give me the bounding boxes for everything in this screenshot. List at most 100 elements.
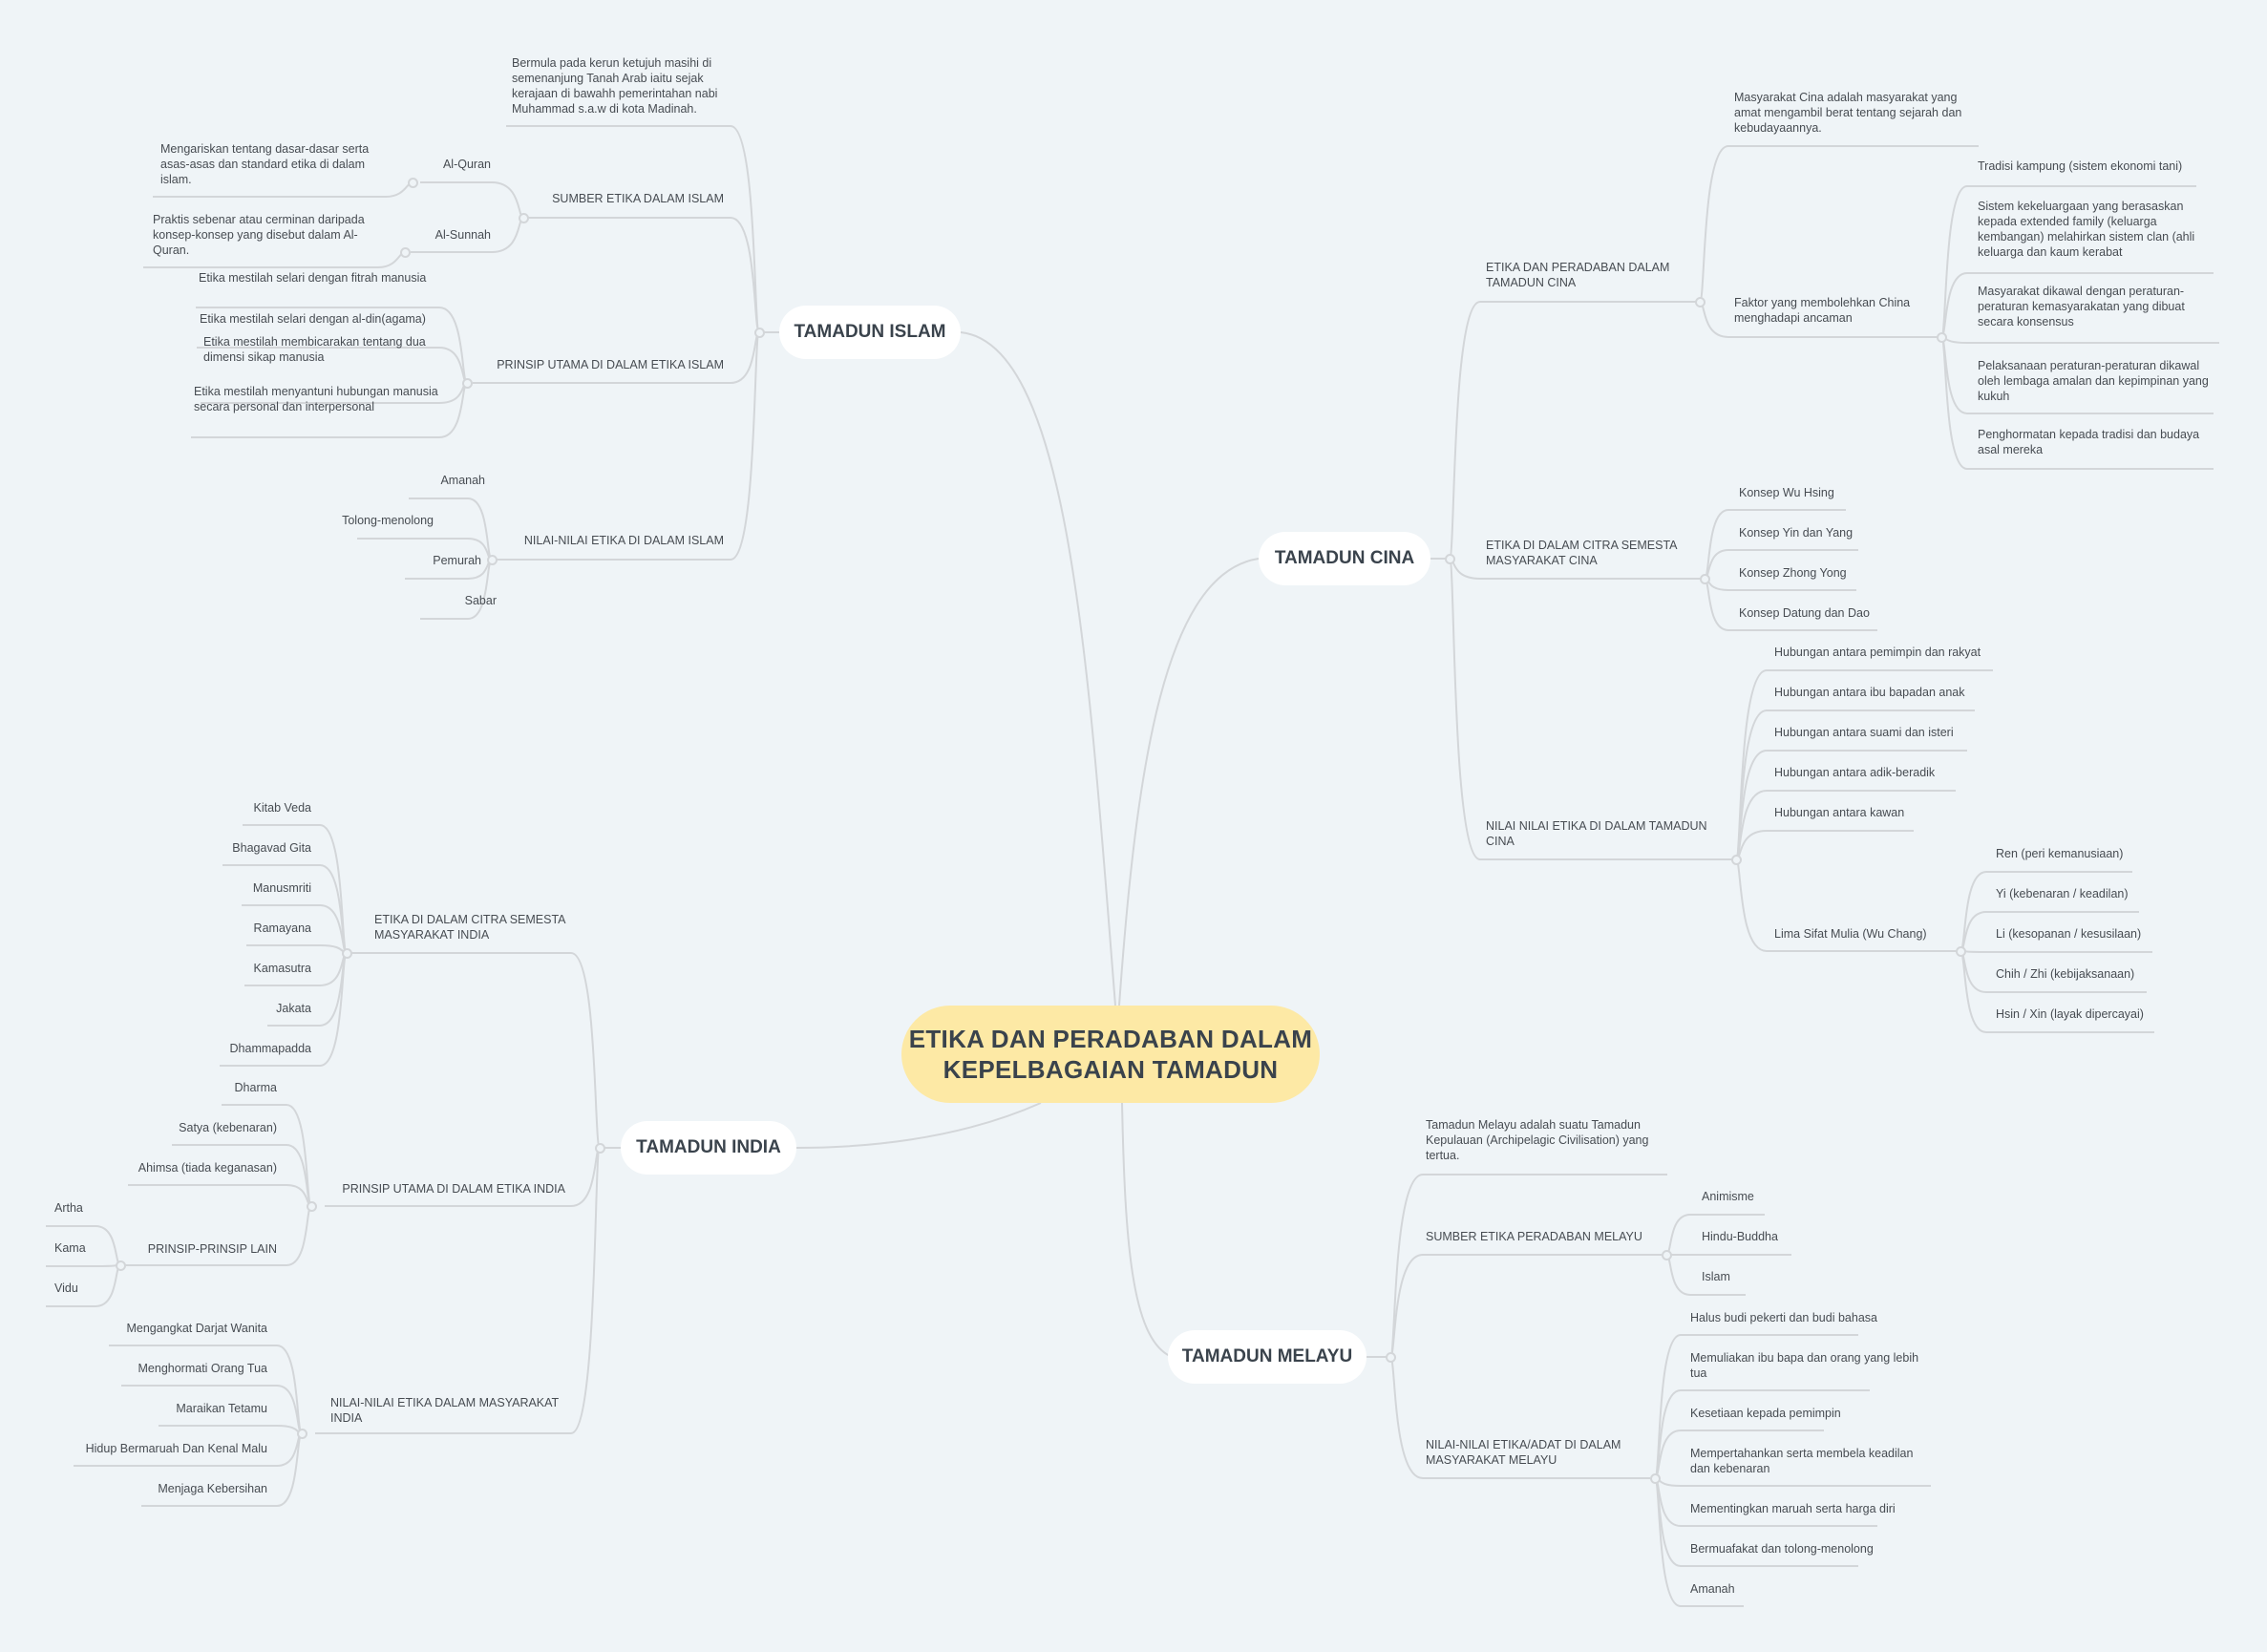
al-sunnah-toggle[interactable] [399,246,411,258]
islam-nilai-item-1[interactable]: Tolong-menolong [300,513,434,528]
islam-prinsip-utama[interactable]: PRINSIP UTAMA DI DALAM ETIKA ISLAM [477,357,724,372]
cina-konsep-item-3[interactable]: Konsep Datung dan Dao [1739,605,1930,621]
cina-nilai-toggle[interactable] [1730,854,1742,865]
main-topic-cina[interactable]: TAMADUN CINA [1259,532,1430,585]
india-citra-toggle[interactable] [341,947,352,959]
wu-chang-item-2[interactable]: Li (kesopanan / kesusilaan) [1996,926,2168,942]
melayu-nilai-item-5[interactable]: Bermuafakat dan tolong-menolong [1690,1541,1929,1557]
islam-prinsip-item-1[interactable]: Etika mestilah selari dengan al-din(agam… [200,311,448,327]
melayu-nilai-item-6[interactable]: Amanah [1690,1581,1929,1597]
india-kitab-item-1[interactable]: Bhagavad Gita [172,840,311,856]
cina-faktor[interactable]: Faktor yang membolehkan China menghadapi… [1734,295,1925,326]
cina-konsep-item-1[interactable]: Konsep Yin dan Yang [1739,525,1930,540]
india-prinsip-utama[interactable]: PRINSIP UTAMA DI DALAM ETIKA INDIA [325,1181,565,1197]
melayu-nilai-item-4[interactable]: Mementingkan maruah serta harga diri [1690,1501,1929,1516]
islam-description[interactable]: Bermula pada kerun ketujuh masihi di sem… [512,55,737,116]
india-nilai-item-2[interactable]: Maraikan Tetamu [38,1401,267,1416]
india-citra-semesta[interactable]: ETIKA DI DALAM CITRA SEMESTA MASYARAKAT … [374,912,584,942]
islam-nilai-item-0[interactable]: Amanah [351,473,485,488]
cina-faktor-item-3[interactable]: Pelaksanaan peraturan-peraturan dikawal … [1978,358,2216,404]
india-prinsip-item-0[interactable]: Dharma [95,1080,277,1095]
melayu-nilai-item-0[interactable]: Halus budi pekerti dan budi bahasa [1690,1310,1929,1325]
cina-faktor-item-2[interactable]: Masyarakat dikawal dengan peraturan-pera… [1978,284,2216,329]
al-quran-toggle[interactable] [407,177,418,188]
cina-hubungan-item-1[interactable]: Hubungan antara ibu bapadan anak [1774,685,2003,700]
cina-citra-toggle[interactable] [1699,573,1710,584]
india-prinsip-lain-toggle[interactable] [115,1260,126,1271]
india-kitab-item-3[interactable]: Ramayana [172,921,311,936]
main-topic-melayu[interactable]: TAMADUN MELAYU [1168,1330,1367,1384]
cina-desc[interactable]: Masyarakat Cina adalah masyarakat yang a… [1734,90,1982,136]
wu-chang-item-0[interactable]: Ren (peri kemanusiaan) [1996,846,2168,861]
main-topic-islam[interactable]: TAMADUN ISLAM [779,306,961,359]
melayu-sumber-etika[interactable]: SUMBER ETIKA PERADABAN MELAYU [1426,1229,1664,1244]
india-nilai-item-1[interactable]: Menghormati Orang Tua [38,1361,268,1376]
india-nilai-etika[interactable]: NILAI-NILAI ETIKA DALAM MASYARAKAT INDIA [330,1395,569,1426]
cina-toggle[interactable] [1444,553,1455,564]
cina-hubungan-item-4[interactable]: Hubungan antara kawan [1774,805,2003,820]
islam-nilai-etika[interactable]: NILAI-NILAI ETIKA DI DALAM ISLAM [497,533,724,548]
islam-sumber-etika[interactable]: SUMBER ETIKA DALAM ISLAM [535,191,724,206]
melayu-description[interactable]: Tamadun Melayu adalah suatu Tamadun Kepu… [1426,1117,1674,1163]
cina-faktor-item-1[interactable]: Sistem kekeluargaan yang berasaskan kepa… [1978,199,2216,260]
islam-sumber-toggle[interactable] [518,212,529,223]
main-topic-india[interactable]: TAMADUN INDIA [621,1121,796,1175]
india-prinsip-lain-item-1[interactable]: Kama [54,1240,112,1256]
islam-nilai-item-2[interactable]: Pemurah [348,553,481,568]
cina-hubungan-item-3[interactable]: Hubungan antara adik-beradik [1774,765,2003,780]
india-kitab-item-2[interactable]: Manusmriti [172,880,311,896]
cina-faktor-item-0[interactable]: Tradisi kampung (sistem ekonomi tani) [1978,159,2216,174]
cina-citra-semesta[interactable]: ETIKA DI DALAM CITRA SEMESTA MASYARAKAT … [1486,538,1686,568]
india-prinsip-lain-item-0[interactable]: Artha [54,1200,112,1216]
islam-prinsip-item-2[interactable]: Etika mestilah membicarakan tentang dua … [203,334,452,365]
melayu-sumber-item-2[interactable]: Islam [1702,1269,1816,1284]
islam-toggle[interactable] [753,327,765,338]
wu-chang-item-4[interactable]: Hsin / Xin (layak dipercayai) [1996,1006,2168,1022]
melayu-nilai-item-2[interactable]: Kesetiaan kepada pemimpin [1690,1406,1929,1421]
india-kitab-item-0[interactable]: Kitab Veda [172,800,311,815]
islam-prinsip-item-0[interactable]: Etika mestilah selari dengan fitrah manu… [199,270,447,286]
india-nilai-item-4[interactable]: Menjaga Kebersihan [38,1481,267,1496]
india-nilai-item-0[interactable]: Mengangkat Darjat Wanita [38,1321,267,1336]
central-topic[interactable]: ETIKA DAN PERADABAN DALAM KEPELBAGAIAN T… [901,1006,1320,1103]
india-prinsip-item-1[interactable]: Satya (kebenaran) [95,1120,277,1135]
cina-etika-peradaban[interactable]: ETIKA DAN PERADABAN DALAM TAMADUN CINA [1486,260,1706,290]
melayu-sumber-item-0[interactable]: Animisme [1702,1189,1816,1204]
cina-faktor-item-4[interactable]: Penghormatan kepada tradisi dan budaya a… [1978,427,2216,457]
islam-nilai-item-3[interactable]: Sabar [363,593,497,608]
islam-al-quran[interactable]: Al-Quran [420,157,491,172]
al-quran-desc[interactable]: Mengariskan tentang dasar-dasar serta as… [160,141,390,187]
cina-etika-peradaban-toggle[interactable] [1694,296,1706,307]
melayu-sumber-toggle[interactable] [1661,1249,1672,1260]
india-prinsip-lain[interactable]: PRINSIP-PRINSIP LAIN [134,1241,277,1257]
india-prinsip-lain-item-2[interactable]: Vidu [54,1281,112,1296]
al-sunnah-desc[interactable]: Praktis sebenar atau cerminan daripada k… [153,212,382,258]
wu-chang-item-1[interactable]: Yi (kebenaran / keadilan) [1996,886,2168,901]
cina-nilai-etika[interactable]: NILAI NILAI ETIKA DI DALAM TAMADUN CINA [1486,818,1715,849]
islam-al-sunnah[interactable]: Al-Sunnah [420,227,491,243]
islam-prinsip-item-3[interactable]: Etika mestilah menyantuni hubungan manus… [194,384,442,414]
melayu-sumber-item-1[interactable]: Hindu-Buddha [1702,1229,1816,1244]
wu-chang-item-3[interactable]: Chih / Zhi (kebijaksanaan) [1996,966,2168,982]
india-kitab-item-6[interactable]: Dhammapadda [172,1041,311,1056]
cina-lima-sifat-toggle[interactable] [1955,945,1966,957]
cina-hubungan-item-2[interactable]: Hubungan antara suami dan isteri [1774,725,2003,740]
islam-prinsip-toggle[interactable] [461,377,473,389]
cina-konsep-item-0[interactable]: Konsep Wu Hsing [1739,485,1930,500]
india-toggle[interactable] [594,1142,605,1154]
india-prinsip-toggle[interactable] [306,1200,317,1212]
melayu-nilai-item-3[interactable]: Mempertahankan serta membela keadilan da… [1690,1446,1929,1476]
melayu-nilai-toggle[interactable] [1649,1472,1661,1484]
melayu-nilai-item-1[interactable]: Memuliakan ibu bapa dan orang yang lebih… [1690,1350,1929,1381]
melayu-nilai-etika[interactable]: NILAI-NILAI ETIKA/ADAT DI DALAM MASYARAK… [1426,1437,1636,1468]
islam-nilai-toggle[interactable] [486,554,498,565]
india-kitab-item-5[interactable]: Jakata [172,1001,311,1016]
melayu-toggle[interactable] [1385,1351,1396,1363]
india-nilai-toggle[interactable] [296,1428,307,1439]
cina-konsep-item-2[interactable]: Konsep Zhong Yong [1739,565,1930,581]
india-prinsip-item-2[interactable]: Ahimsa (tiada keganasan) [95,1160,277,1175]
india-kitab-item-4[interactable]: Kamasutra [172,961,311,976]
cina-faktor-toggle[interactable] [1936,331,1947,343]
india-nilai-item-3[interactable]: Hidup Bermaruah Dan Kenal Malu [38,1441,267,1456]
